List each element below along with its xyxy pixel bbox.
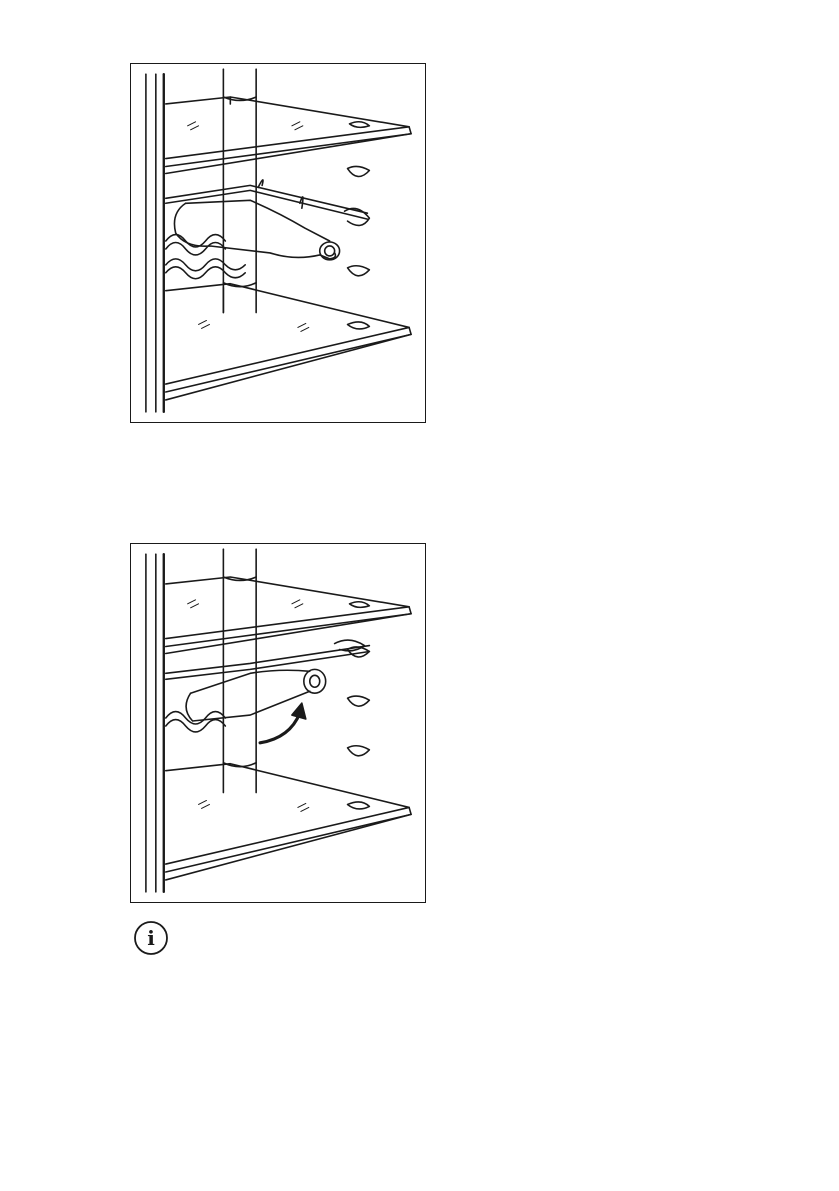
glass-shelf-bottom	[166, 763, 411, 880]
shelf-support-clip	[348, 696, 370, 706]
wine-rack	[166, 640, 370, 732]
shelf-support-clip	[348, 746, 370, 756]
wine-rack	[166, 180, 370, 279]
shelf-support-clip	[348, 266, 370, 276]
svg-text:i: i	[147, 926, 155, 950]
glass-shelf-bottom	[166, 283, 411, 400]
shelf-support-clip	[348, 166, 370, 176]
wine-bottle	[174, 200, 339, 260]
info-icon: i	[133, 920, 169, 956]
illustration-wine-rack-installed	[130, 63, 426, 423]
glass-shelf-top	[166, 577, 411, 653]
glass-shelf-top	[166, 97, 411, 173]
illustration-wine-rack-tilted	[130, 543, 426, 903]
